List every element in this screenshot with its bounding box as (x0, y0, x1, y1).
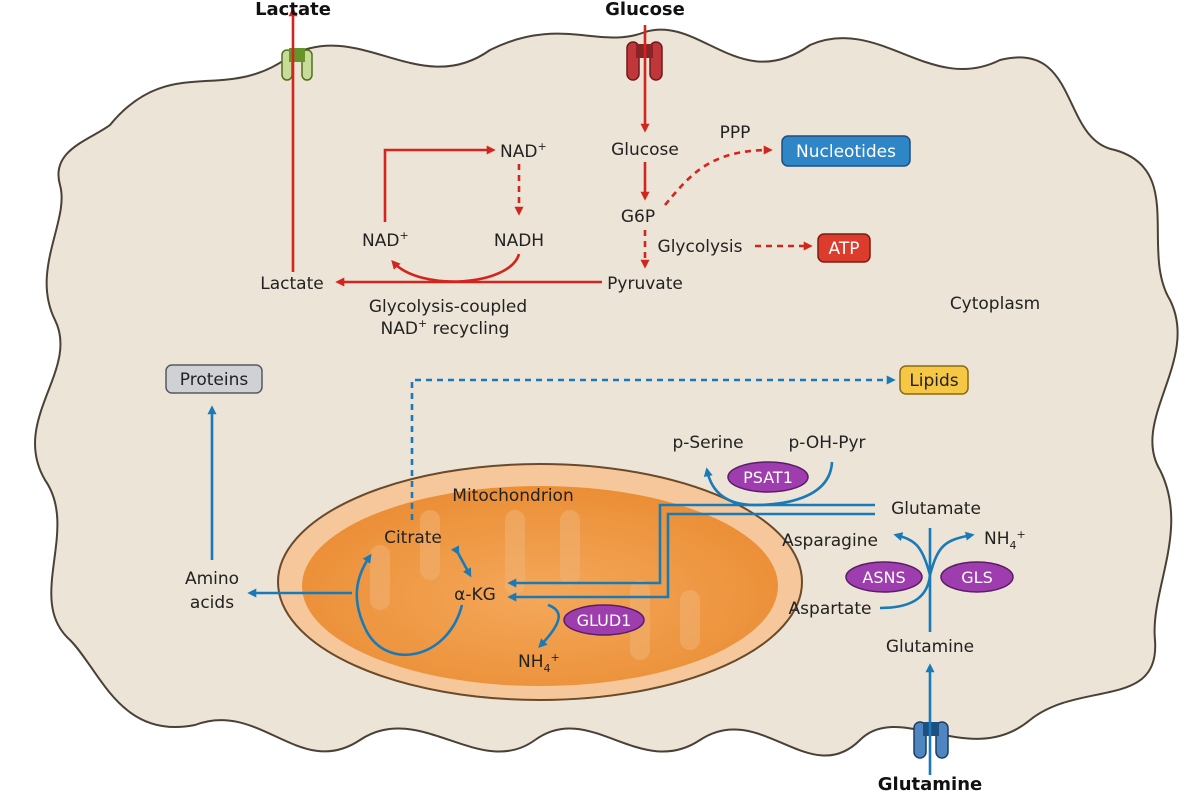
proteins-label: Proteins (180, 370, 249, 390)
citrate-label: Citrate (384, 528, 442, 548)
g6p-label: G6P (621, 207, 655, 227)
ppp-label: PPP (720, 123, 751, 143)
pohpyr-label: p-OH-Pyr (789, 433, 866, 453)
amino-label: Amino (185, 569, 239, 589)
external-lactate-label: Lactate (255, 0, 331, 20)
lactate-label: Lactate (260, 274, 323, 294)
nad-left-label: NAD+ (362, 229, 409, 251)
asparagine-label: Asparagine (782, 531, 878, 551)
nh4-mito-label: NH4+ (518, 651, 560, 675)
external-glutamine-label: Glutamine (878, 774, 982, 793)
nucleotides-box: Nucleotides (781, 135, 911, 167)
external-glucose-label: Glucose (605, 0, 685, 20)
gls-enzyme: GLS (940, 561, 1014, 593)
asns-enzyme: ASNS (845, 561, 923, 593)
pserine-label: p-Serine (672, 433, 743, 453)
nucleotides-label: Nucleotides (796, 142, 896, 162)
gls-label: GLS (961, 568, 992, 587)
mitochondrion-label: Mitochondrion (452, 486, 573, 506)
glud1-label: GLUD1 (577, 611, 632, 630)
recycling-label-line1: Glycolysis-coupled (369, 297, 527, 317)
pyruvate-label: Pyruvate (607, 274, 683, 294)
psat1-enzyme: PSAT1 (727, 461, 809, 493)
glucose-label: Glucose (611, 140, 679, 160)
asns-label: ASNS (862, 568, 905, 587)
nadh-label: NADH (494, 231, 544, 251)
proteins-box: Proteins (165, 364, 263, 394)
glycolysis-label: Glycolysis (658, 237, 743, 257)
glud1-enzyme: GLUD1 (563, 604, 645, 636)
acids-label: acids (190, 593, 234, 613)
atp-box: ATP (817, 233, 871, 263)
glutamine-arrows (207, 375, 975, 775)
atp-label: ATP (829, 239, 860, 259)
akg-label: α-KG (454, 585, 496, 605)
glutamate-label: Glutamate (891, 499, 981, 519)
lipids-label: Lipids (909, 371, 958, 391)
recycling-label-line2: NAD+ recycling (381, 317, 510, 339)
glutamine-label: Glutamine (886, 637, 974, 657)
aspartate-label: Aspartate (789, 599, 872, 619)
nh4-right-label: NH4+ (984, 528, 1026, 552)
lipids-box: Lipids (899, 365, 969, 395)
cytoplasm-label: Cytoplasm (950, 294, 1040, 314)
glycolytic-arrows (288, 7, 813, 287)
psat1-label: PSAT1 (743, 468, 793, 487)
nad-top-label: NAD+ (500, 140, 547, 162)
